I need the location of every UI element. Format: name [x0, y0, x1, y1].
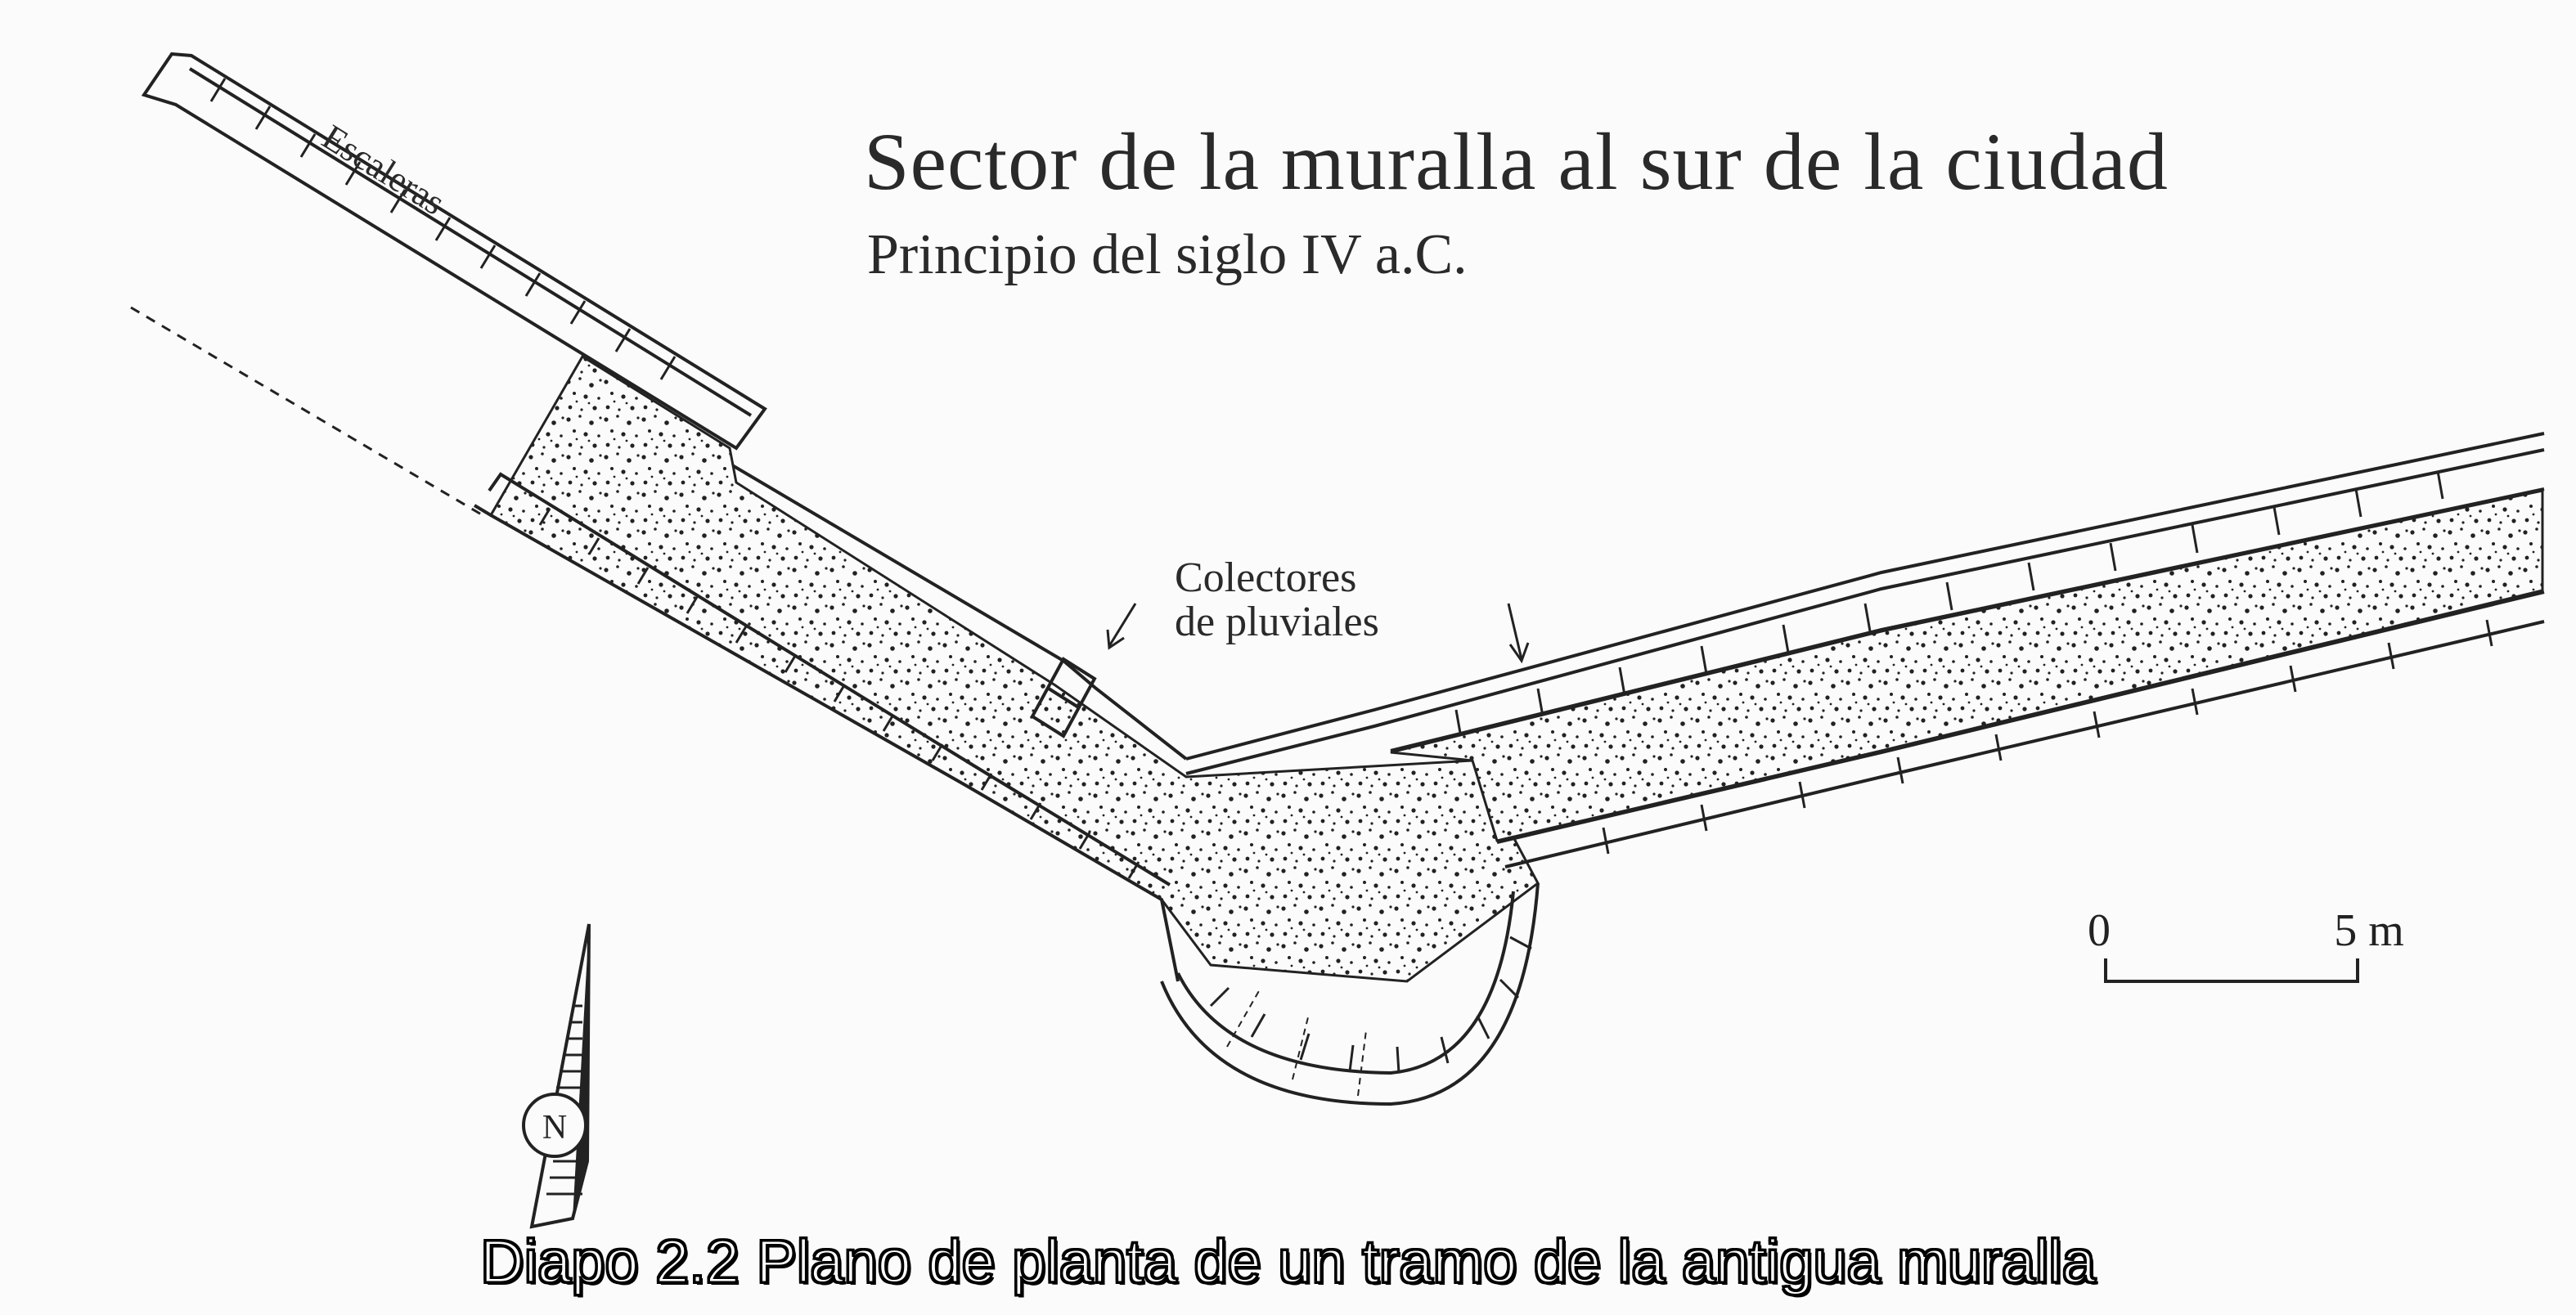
diagram-title: Sector de la muralla al sur de la ciudad: [864, 116, 2169, 207]
rain-collector-box: [1030, 657, 1097, 738]
scale-start-label: 0: [2088, 905, 2111, 956]
west-outer-facing: [473, 472, 1180, 982]
collectors-label-line2: de pluviales: [1175, 599, 1379, 645]
scale-end-label: 5 m: [2334, 905, 2404, 956]
slide-caption: Diapo 2.2 Plano de planta de un tramo de…: [479, 1227, 2097, 1297]
collector-arrows: [1106, 603, 1530, 664]
east-rubble-fill: [1390, 489, 2544, 842]
east-wall: [1185, 432, 2545, 868]
west-rubble-fill: [488, 354, 1540, 983]
scale-bar: [2104, 958, 2359, 983]
dashed-alignment-line: [130, 306, 483, 517]
north-label: N: [542, 1109, 567, 1147]
collectors-label: Colectores de pluviales: [1175, 556, 1379, 644]
north-arrow-icon: N: [522, 923, 591, 1229]
diagram-subtitle: Principio del siglo IV a.C.: [867, 223, 1468, 286]
collectors-label-line1: Colectores: [1175, 554, 1357, 601]
staircase-wall: [141, 52, 767, 451]
semicircular-tower: [1160, 882, 1540, 1106]
